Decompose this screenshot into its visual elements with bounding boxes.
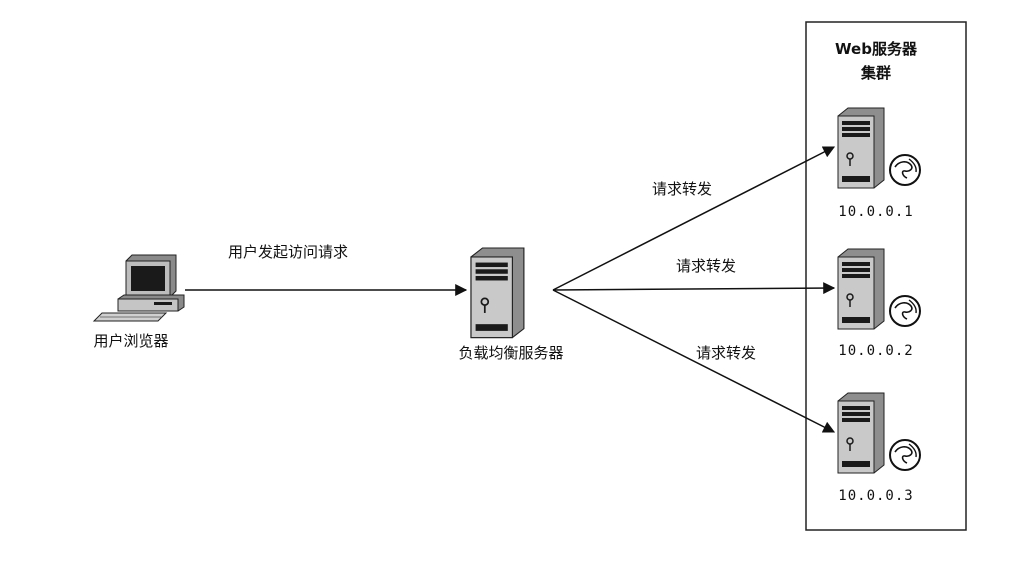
globe-icon <box>889 295 921 327</box>
edge-label-forward-1: 请求转发 <box>652 180 712 198</box>
server-ip: 10.0.0.1 <box>838 204 913 220</box>
browser-label: 用户浏览器 <box>93 332 168 350</box>
web-server-2: 10.0.0.2 <box>837 248 921 359</box>
web-server-3: 10.0.0.3 <box>837 392 921 504</box>
server-icon <box>837 248 885 330</box>
web-server-1: 10.0.0.1 <box>837 107 921 220</box>
edge-label-user-request: 用户发起访问请求 <box>228 243 348 261</box>
load-balancer-server-icon <box>470 247 525 339</box>
computer-icon <box>92 254 185 322</box>
server-icon <box>837 107 885 189</box>
globe-icon <box>889 154 921 186</box>
edge-forward-2 <box>552 282 836 295</box>
cluster-title-line2: 集群 <box>860 64 891 82</box>
server-ip: 10.0.0.2 <box>838 343 913 359</box>
server-ip: 10.0.0.3 <box>838 488 913 504</box>
edge-forward-1 <box>552 146 836 291</box>
server-icon <box>837 392 885 474</box>
edge-label-forward-3: 请求转发 <box>696 344 756 362</box>
edge-forward-3 <box>552 289 836 433</box>
cluster-frame <box>805 21 967 531</box>
edge-label-forward-2: 请求转发 <box>676 257 736 275</box>
globe-icon <box>889 439 921 471</box>
load-balancer-label: 负载均衡服务器 <box>458 344 563 362</box>
cluster-title-line1: Web服务器 <box>835 40 918 58</box>
